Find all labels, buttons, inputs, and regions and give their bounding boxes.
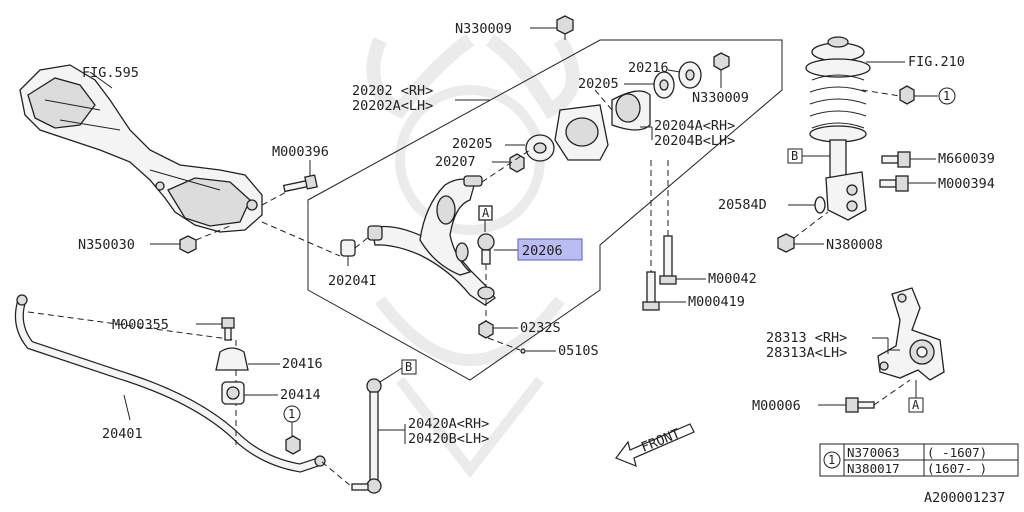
leader-fig595 [89,71,113,89]
svg-text:B: B [791,149,798,163]
label-20204a-rh: 20204A<RH> [654,118,735,134]
label-20202a-lh: 20202A<LH> [352,98,433,114]
bolt-m660039 [881,151,911,168]
label-m660039: M660039 [938,151,995,167]
label-n380008: N380008 [826,237,883,253]
label-20401: 20401 [102,426,143,442]
label-fig595: FIG.595 [82,65,139,81]
nut-circle-1-strut [899,85,915,105]
nut-0232s [478,320,494,339]
label-28313a-lh: 28313A<LH> [766,345,847,361]
bolt-m000355 [221,317,235,341]
label-20216: 20216 [628,60,669,76]
svg-text:A: A [482,206,490,220]
label-20420b-lh: 20420B<LH> [408,431,489,447]
subframe-drawing [19,64,263,233]
nut-n350030 [179,235,197,254]
label-20206[interactable]: 20206 [522,243,563,259]
ball-joint-20206 [477,233,495,265]
label-0510s: 0510S [558,343,599,359]
legend-row-1-range: ( -1607) [927,445,987,460]
svg-text:B: B [405,360,412,374]
legend-row-2-part: N380017 [847,461,900,476]
label-m000396: M000396 [272,144,329,160]
svg-text:1: 1 [288,407,295,421]
legend-key-1 [823,451,841,469]
bracket-20416 [215,347,249,371]
label-m00006: M00006 [752,398,801,414]
bolt-m000396 [282,174,318,193]
label-0232s: 0232S [520,320,561,336]
label-20584d: 20584D [718,197,767,213]
svg-text:A: A [912,398,920,412]
label-m000355: M000355 [112,317,169,333]
label-20414: 20414 [280,387,321,403]
nut-n330009-top [556,15,574,35]
bushing-20205-top [653,71,675,99]
strut-assembly [805,36,871,221]
label-20205-top: 20205 [578,76,619,92]
label-28313-rh: 28313 <RH> [766,330,847,346]
bushing-20204i [340,239,356,257]
legend-row-1-part: N370063 [847,445,900,460]
nut-n330009-right [713,52,730,71]
label-20202-rh: 20202 <RH> [352,83,433,99]
steering-knuckle-28313 [877,287,945,381]
pin-0510s [520,348,526,354]
bolt-m000394 [879,175,909,192]
front-arrow [615,423,695,467]
callout-a-knuckle [908,397,924,413]
label-20205-mid: 20205 [452,136,493,152]
nut-20207 [509,153,525,173]
label-m000394: M000394 [938,176,995,192]
label-20416: 20416 [282,356,323,372]
label-m000419: M000419 [688,294,745,310]
label-front: FRONT [639,426,683,456]
label-fig210: FIG.210 [908,54,965,70]
label-20204b-lh: 20204B<LH> [654,133,735,149]
washer-20205-mid [525,134,555,162]
washer-20584d [814,196,826,214]
bolt-m00006 [845,397,875,413]
label-20420a-rh: 20420A<RH> [408,416,489,432]
callout-1-strut [938,87,956,105]
bushing-bracket-20204a [554,90,651,161]
nut-n380008 [777,233,795,253]
callout-b-link [401,359,417,375]
label-m00042: M00042 [708,271,757,287]
legend-key-label: 1 [828,453,835,467]
highlight-20206[interactable] [517,238,583,261]
label-n330009-top: N330009 [455,21,512,37]
washer-20216 [678,61,702,89]
legend-table [819,443,1019,477]
svg-text:1: 1 [943,89,950,103]
lower-arm-group-frame [307,39,783,381]
legend-row-2-range: (1607- ) [927,461,987,476]
diagram-id: A200001237 [924,490,1005,506]
label-n330009-right: N330009 [692,90,749,106]
nut-circle-1-stab [285,435,301,455]
label-n350030: N350030 [78,237,135,253]
bolt-m00042 [659,235,677,285]
label-20204i: 20204I [328,273,377,289]
bolt-m000419 [642,271,660,311]
lower-control-arm [367,175,496,306]
stabilizer-link-20420a [351,378,382,494]
label-20207: 20207 [435,154,476,170]
stabilizer-bar-20401 [14,294,326,473]
